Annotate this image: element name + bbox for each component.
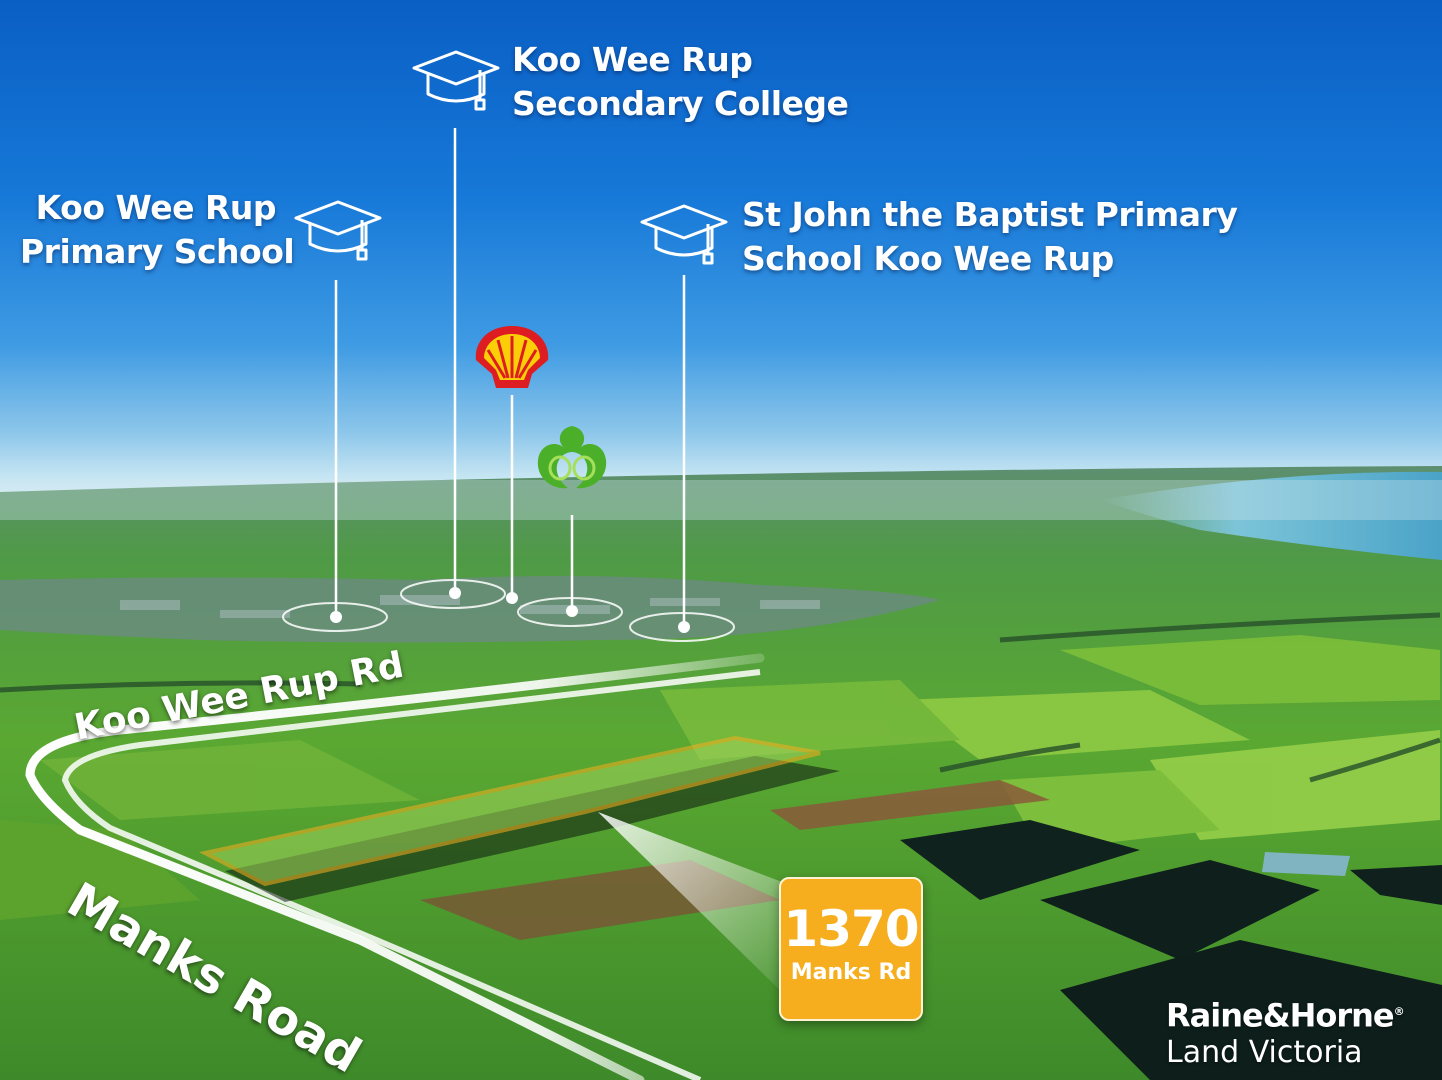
lot-street: Manks Rd	[790, 960, 912, 985]
school-label-stjohn: St John the Baptist Primary School Koo W…	[742, 193, 1238, 281]
brand-logo: Raine&Horne® Land Victoria	[1166, 992, 1405, 1070]
lot-number: 1370	[783, 900, 919, 958]
shell-fuel-logo	[475, 326, 549, 388]
graduation-cap-icon	[640, 204, 728, 265]
school-name-line: Koo Wee Rup	[512, 40, 753, 79]
school-name-line: Koo Wee Rup	[35, 188, 277, 227]
graduation-cap-icon	[412, 50, 500, 111]
school-name-line: School Koo Wee Rup	[742, 239, 1114, 278]
brand-name: Raine&Horne	[1166, 996, 1395, 1035]
school-name-line: Secondary College	[512, 84, 849, 123]
brand-name-line: Raine&Horne®	[1166, 992, 1405, 1036]
graduation-cap-icon	[294, 200, 382, 261]
brand-region: Land Victoria	[1166, 1034, 1363, 1070]
school-label-primary: Koo Wee Rup Primary School	[20, 186, 295, 274]
woolworths-logo	[537, 426, 607, 489]
school-label-secondary: Koo Wee Rup Secondary College	[512, 38, 849, 126]
registered-mark: ®	[1393, 1005, 1405, 1018]
lot-address-badge: 1370 Manks Rd	[779, 877, 923, 1021]
school-name-line: Primary School	[20, 232, 295, 271]
school-name-line: St John the Baptist Primary	[742, 195, 1238, 234]
